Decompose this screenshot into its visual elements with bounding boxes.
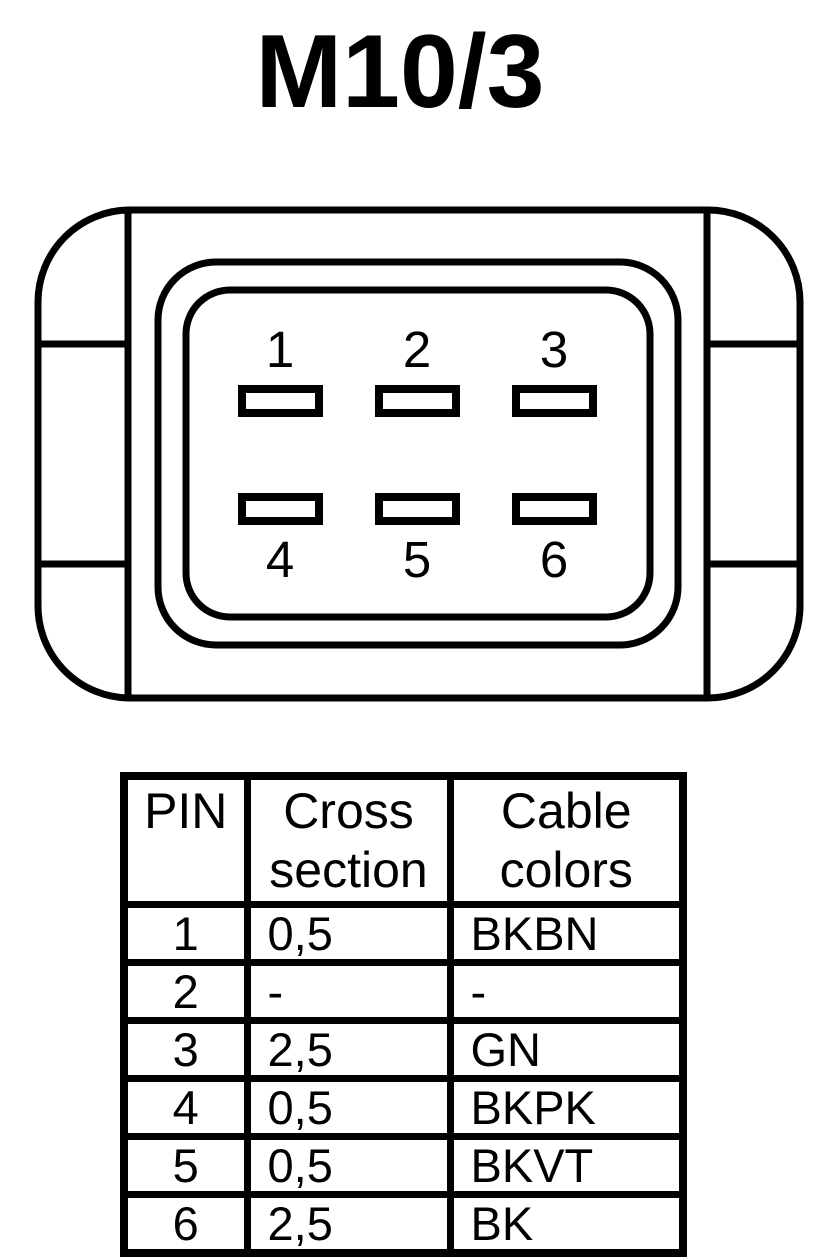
connector-diagram: 1 2 3 4 5 6 (34, 206, 804, 702)
pin-number-cell: 1 (120, 901, 251, 966)
table-row: 4 0,5 BKPK (120, 1075, 687, 1140)
col-header-pin: PIN (120, 772, 251, 908)
table-row: 3 2,5 GN (120, 1017, 687, 1082)
cable-color-cell: BKPK (446, 1075, 687, 1140)
cross-section-cell: 2,5 (243, 1017, 454, 1082)
table-row: 1 0,5 BKBN (120, 901, 687, 966)
pin-5-contact (375, 493, 460, 525)
connector-outer-shell (34, 206, 804, 702)
pin-number-cell: 5 (120, 1133, 251, 1198)
table-row: 5 0,5 BKVT (120, 1133, 687, 1198)
cross-section-cell: 0,5 (243, 901, 454, 966)
pinout-table: PIN Cross section Cable colors 1 0,5 BKB… (120, 772, 687, 1257)
pin-number-cell: 3 (120, 1017, 251, 1082)
cable-color-cell: BKVT (446, 1133, 687, 1198)
table-row: 6 2,5 BK (120, 1191, 687, 1257)
pin-1-contact (238, 385, 323, 417)
pin-2-contact (375, 385, 460, 417)
pin-6-contact (512, 493, 597, 525)
cross-section-cell: - (243, 959, 454, 1024)
cable-color-cell: BKBN (446, 901, 687, 966)
pin-2-label: 2 (403, 321, 431, 378)
pin-3-label: 3 (540, 321, 568, 378)
table-header-row: PIN Cross section Cable colors (120, 772, 687, 908)
pin-number-cell: 6 (120, 1191, 251, 1257)
cross-section-cell: 2,5 (243, 1191, 454, 1257)
connector-middle-wall (154, 258, 682, 649)
pin-3-contact (512, 385, 597, 417)
table-row: 2 - - (120, 959, 687, 1024)
cable-color-cell: GN (446, 1017, 687, 1082)
page-title: M10/3 (255, 14, 545, 130)
pin-4-label: 4 (266, 531, 294, 588)
pin-1-label: 1 (266, 321, 294, 378)
pin-number-cell: 4 (120, 1075, 251, 1140)
col-header-cross-section: Cross section (243, 772, 454, 908)
connector-inner-wall (182, 286, 654, 621)
pin-4-contact (238, 493, 323, 525)
pin-number-cell: 2 (120, 959, 251, 1024)
cross-section-cell: 0,5 (243, 1075, 454, 1140)
cable-color-cell: BK (446, 1191, 687, 1257)
cross-section-cell: 0,5 (243, 1133, 454, 1198)
cable-color-cell: - (446, 959, 687, 1024)
pin-6-label: 6 (540, 531, 568, 588)
col-header-cable-colors: Cable colors (446, 772, 687, 908)
pin-5-label: 5 (403, 531, 431, 588)
